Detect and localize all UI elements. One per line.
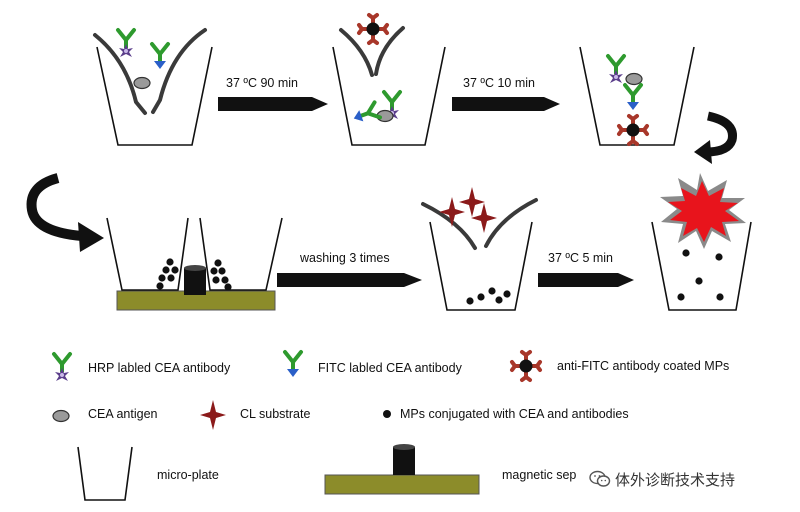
legend-cea-antigen-icon <box>52 409 70 423</box>
legend-cl-substrate-icon <box>200 400 226 430</box>
step-3-label: washing 3 times <box>300 251 390 265</box>
process-arrow-2 <box>452 97 560 111</box>
mp-particles-cup5 <box>466 287 511 305</box>
legend-fitc-antibody-label: FITC labled CEA antibody <box>318 361 462 375</box>
fitc-antibody-icon <box>349 100 383 128</box>
fitc-antibody-icon <box>623 83 643 112</box>
watermark-text: 体外诊断技术支持 <box>615 470 736 489</box>
process-arrow-3 <box>277 273 422 287</box>
legend-anti-fitc-mps-label: anti-FITC antibody coated MPs <box>557 359 730 373</box>
micro-plate-well-1 <box>93 28 213 146</box>
anti-fitc-mp-icon <box>617 114 649 146</box>
legend-hrp-antibody-label: HRP labled CEA antibody <box>88 361 231 375</box>
micro-plate-well-2 <box>332 26 446 146</box>
cea-antigen-icon <box>625 72 643 86</box>
step-4-label: 37 ºC 5 min <box>548 251 614 265</box>
legend-mp-conjugated-icon <box>383 410 391 418</box>
watermark: 体外诊断技术支持 <box>585 465 742 493</box>
legend-mps-conjugated-label: MPs conjugated with CEA and antibodies <box>400 407 629 421</box>
process-arrow-4 <box>538 273 634 287</box>
micro-plate-well-6 <box>651 221 752 311</box>
chemiluminescence-burst-icon <box>660 173 746 249</box>
micro-plate-well-5 <box>421 198 538 311</box>
step-1-label: 37 ºC 90 min <box>226 76 298 90</box>
legend-cl-substrate-label: CL substrate <box>240 407 311 421</box>
micro-plate-well-4b <box>199 217 283 291</box>
cea-antigen-icon <box>133 76 151 90</box>
micro-plate-well-4a <box>106 217 189 291</box>
hrp-antibody-icon <box>116 28 136 59</box>
hrp-antibody-icon <box>606 54 626 85</box>
legend-magnetic-separator-label: magnetic sep <box>502 468 577 482</box>
legend-micro-plate-label: micro-plate <box>157 468 219 482</box>
magnetic-separator <box>116 265 276 311</box>
legend-magnetic-separator-icon <box>324 444 480 495</box>
anti-fitc-mp-icon <box>357 13 389 45</box>
wechat-icon <box>589 470 611 487</box>
step-2-label: 37 ºC 10 min <box>463 76 535 90</box>
process-arrow-1 <box>218 97 328 111</box>
mp-particles-left <box>156 258 179 290</box>
mp-particles-cup6 <box>677 249 724 301</box>
cl-substrate-icon <box>471 203 497 233</box>
transfer-curved-arrow-left <box>26 173 104 252</box>
legend-hrp-antibody-icon <box>52 352 72 383</box>
legend-cea-antigen-label: CEA antigen <box>88 407 158 421</box>
legend-anti-fitc-mp-icon <box>510 350 542 382</box>
legend-micro-plate-icon <box>77 446 133 501</box>
transfer-curved-arrow-right <box>694 111 737 164</box>
legend-fitc-antibody-icon <box>283 350 303 379</box>
fitc-antibody-icon <box>150 42 170 71</box>
mp-particles-right <box>210 259 232 291</box>
